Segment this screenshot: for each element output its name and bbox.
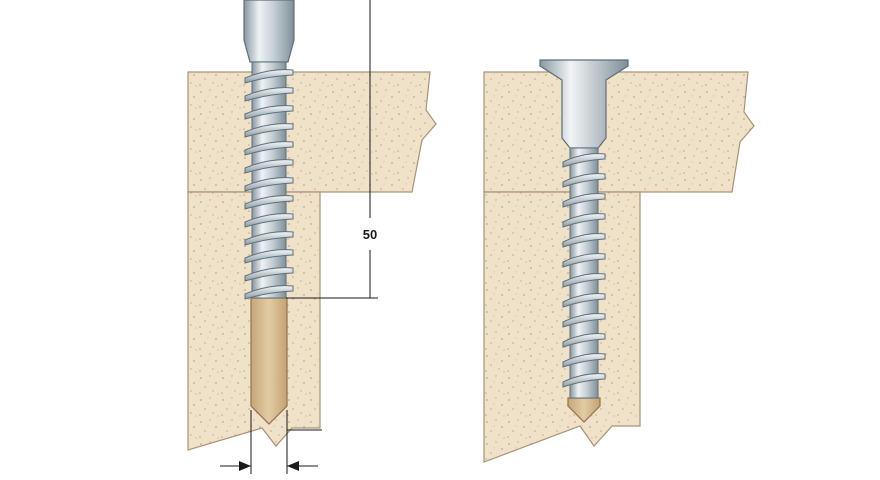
right-screw-threads bbox=[562, 153, 606, 388]
screw-thread bbox=[562, 293, 606, 308]
dimension-arrow-icon bbox=[239, 461, 251, 471]
screw-thread bbox=[244, 267, 294, 282]
screw-thread bbox=[244, 231, 294, 246]
dimension-annotations: 50 bbox=[220, 0, 378, 474]
left-screw-threads bbox=[244, 69, 294, 300]
right-installation-figure bbox=[483, 59, 755, 463]
right-upper-board bbox=[483, 71, 755, 193]
screw-thread bbox=[562, 313, 606, 328]
screw-thread bbox=[562, 193, 606, 208]
screw-thread bbox=[562, 273, 606, 288]
screw-thread bbox=[244, 69, 294, 84]
screw-thread bbox=[562, 213, 606, 228]
screw-thread bbox=[244, 213, 294, 228]
screw-thread bbox=[244, 105, 294, 120]
right-concrete-base bbox=[483, 191, 641, 463]
screw-thread bbox=[244, 285, 294, 300]
dimension-label: 50 bbox=[363, 227, 377, 242]
screw-thread bbox=[562, 333, 606, 348]
screw-thread bbox=[562, 373, 606, 388]
screw-thread bbox=[244, 87, 294, 102]
left-screw-shank-top bbox=[243, 0, 295, 63]
screw-thread bbox=[562, 233, 606, 248]
screw-thread bbox=[562, 153, 606, 168]
left-installation-figure bbox=[187, 0, 437, 451]
screw-thread bbox=[562, 173, 606, 188]
screw-thread bbox=[244, 195, 294, 210]
screw-thread bbox=[562, 253, 606, 268]
screw-thread bbox=[562, 353, 606, 368]
screw-thread bbox=[244, 159, 294, 174]
dimension-arrow-icon bbox=[287, 461, 299, 471]
screw-thread bbox=[244, 249, 294, 264]
screw-thread bbox=[244, 123, 294, 138]
left-upper-board bbox=[187, 71, 437, 193]
screw-thread bbox=[244, 141, 294, 156]
drilled-hole bbox=[250, 297, 288, 425]
screw-thread bbox=[244, 177, 294, 192]
